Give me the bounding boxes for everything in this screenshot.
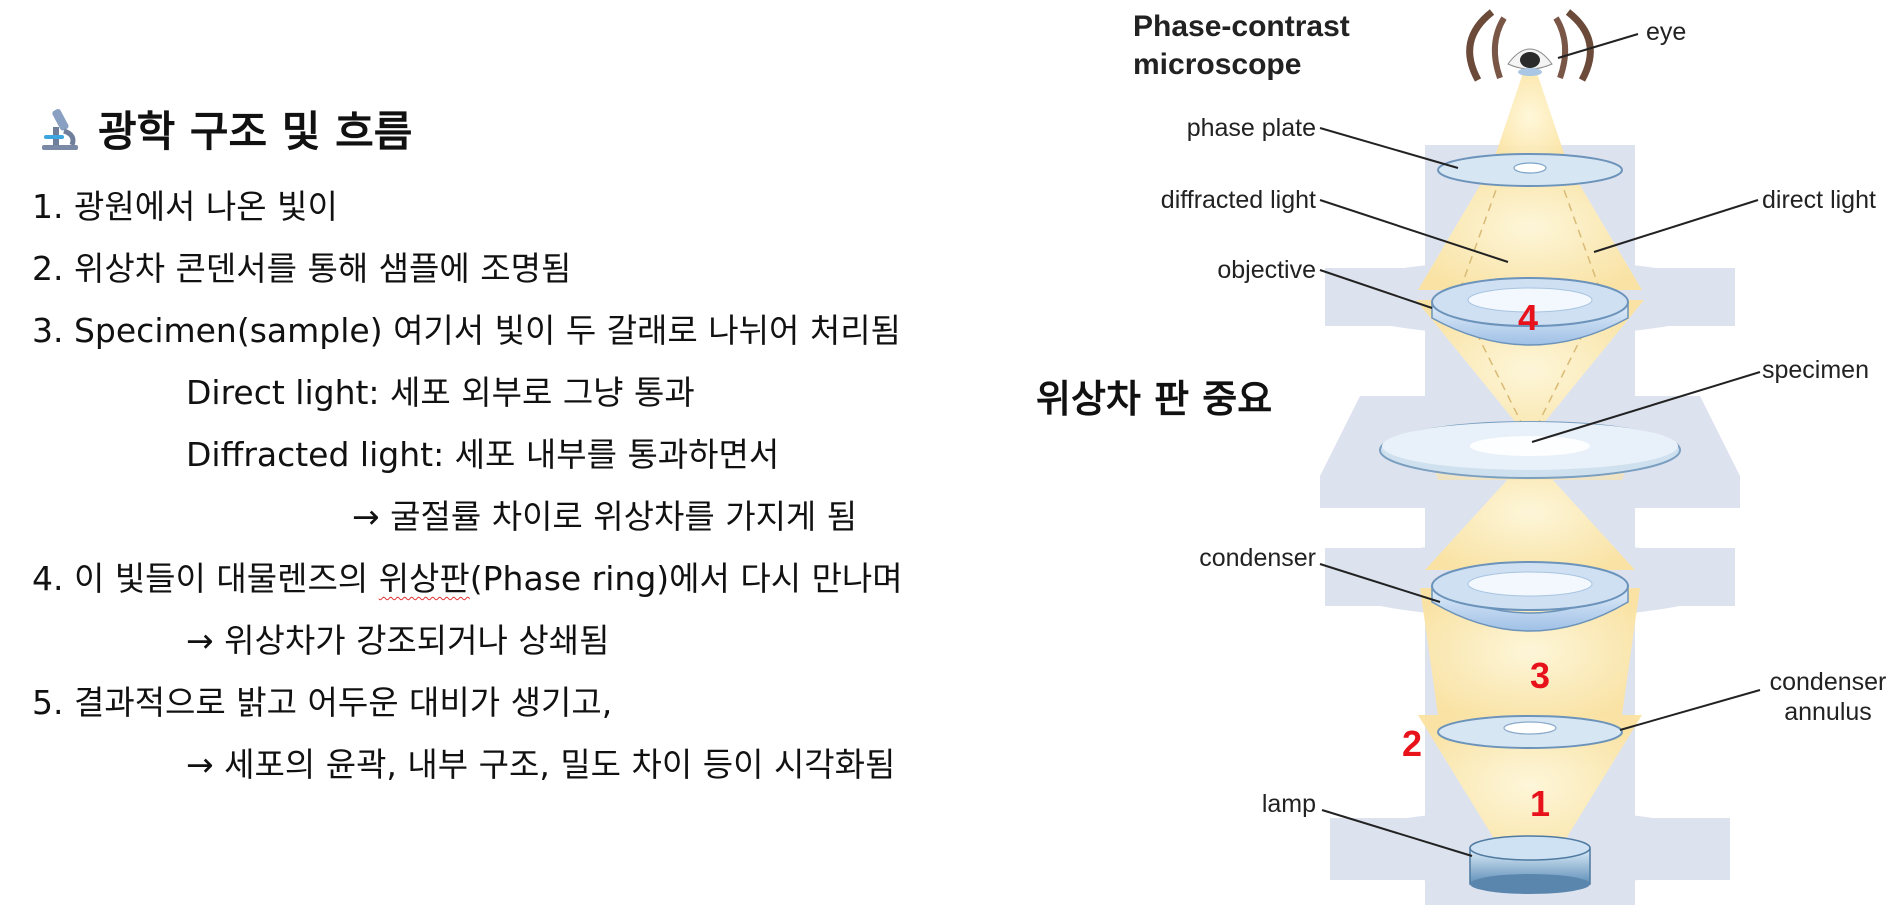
note-phase-difference: → 굴절률 차이로 위상차를 가지게 됨 [352, 497, 858, 536]
eye-illustration [1466, 9, 1594, 82]
step-number-1: 1 [1530, 783, 1550, 824]
label-phase-plate: phase plate [1187, 114, 1316, 142]
notes-panel: 광학 구조 및 흐름 1. 광원에서 나온 빛이 2. 위상차 콘덴서를 통해 … [32, 98, 903, 784]
diagram-title-line-2: microscope [1133, 48, 1301, 81]
microscope-icon [42, 108, 78, 150]
spellcheck-underlined-word: 위상판 [378, 559, 470, 598]
note-visualization: → 세포의 윤곽, 내부 구조, 밀도 차이 등이 시각화됨 [186, 745, 896, 784]
note-line-5: 5. 결과적으로 밝고 어두운 대비가 생기고, [32, 683, 613, 722]
label-condenser-annulus-line-1: condenser [1770, 668, 1887, 696]
note-line-3: 3. Specimen(sample) 여기서 빛이 두 갈래로 나뉘어 처리됨 [32, 311, 901, 350]
objective-lens-shape [1431, 277, 1629, 346]
label-specimen: specimen [1762, 356, 1869, 384]
step-number-3: 3 [1530, 655, 1550, 696]
leader-lines [1319, 33, 1761, 857]
side-note-phase-plate: 위상차 판 중요 [1036, 377, 1273, 421]
step-number-2: 2 [1402, 723, 1422, 764]
step-number-4: 4 [1518, 297, 1538, 338]
lamp-shape [1469, 835, 1591, 894]
label-objective: objective [1217, 256, 1316, 284]
note-direct-light: Direct light: 세포 외부로 그냥 통과 [186, 373, 695, 412]
note-emphasis: → 위상차가 강조되거나 상쇄됨 [186, 621, 610, 660]
phase-plate-shape [1437, 153, 1623, 187]
note-line-4-after: (Phase ring)에서 다시 만나며 [469, 559, 903, 598]
notes-heading: 광학 구조 및 흐름 [36, 98, 412, 159]
notes-title: 광학 구조 및 흐름 [98, 107, 413, 156]
label-eye: eye [1646, 18, 1686, 46]
note-line-1: 1. 광원에서 나온 빛이 [32, 187, 338, 226]
note-line-4-before: 4. 이 빛들이 대물렌즈의 [32, 559, 379, 598]
condenser-annulus-shape [1437, 715, 1623, 749]
label-direct-light: direct light [1762, 186, 1876, 214]
label-condenser-annulus-line-2: annulus [1784, 698, 1872, 726]
label-diffracted-light: diffracted light [1161, 186, 1316, 214]
condenser-lens-shape [1431, 561, 1629, 632]
note-line-4: 4. 이 빛들이 대물렌즈의 위상판(Phase ring)에서 다시 만나며 [32, 552, 903, 600]
label-lamp: lamp [1262, 790, 1316, 818]
note-diffracted-light: Diffracted light: 세포 내부를 통과하면서 [186, 435, 780, 474]
phase-contrast-diagram: Phase-contrast microscope eye phase plat… [1133, 9, 1887, 905]
label-condenser: condenser [1199, 544, 1316, 572]
specimen-slide-shape [1379, 421, 1681, 479]
note-line-2: 2. 위상차 콘덴서를 통해 샘플에 조명됨 [32, 249, 572, 288]
diagram-title-line-1: Phase-contrast [1133, 10, 1350, 43]
